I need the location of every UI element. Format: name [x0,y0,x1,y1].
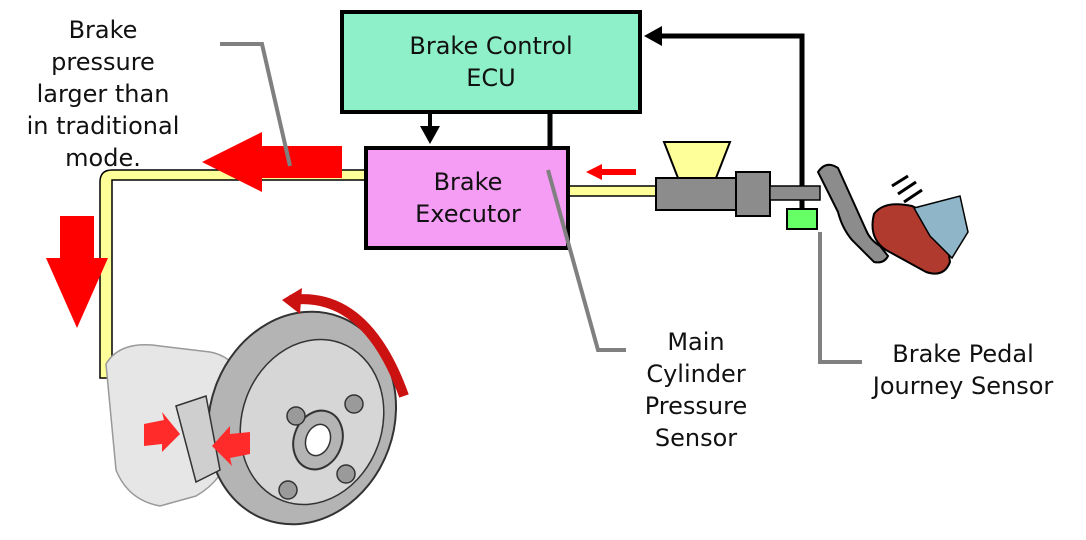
ecu-label: Brake Control ECU [409,32,573,92]
executor-block [364,146,570,250]
hydraulic-pipe [99,169,366,379]
brake-disc-icon [105,288,409,526]
foot-pedal-icon [816,163,969,275]
hydraulic-pipe-right [567,185,661,197]
pedal-sensor-leader [818,232,862,364]
pressure-arrow-down [46,216,108,328]
pedal-sensor-label: Brake Pedal Journey Sensor [872,340,1054,400]
executor-label: Brake Executor [415,168,521,228]
main-cylinder-sensor-label: Main Cylinder Pressure Sensor [644,328,748,452]
pedal-sensor-block [786,208,818,230]
pressure-arrow-left [202,132,342,192]
ecu-to-executor-arrowhead [420,126,440,144]
pressure-note-leader [220,42,292,167]
flow-arrow-small [586,164,636,180]
pressure-note: Brake pressure larger than in traditiona… [26,16,180,172]
sensor-to-ecu-arrowhead [644,26,662,46]
cylinder-sensor-leader [546,169,626,352]
sensor-to-ecu-wire [660,33,805,210]
master-cylinder-icon [655,141,821,217]
ecu-block [340,10,642,114]
